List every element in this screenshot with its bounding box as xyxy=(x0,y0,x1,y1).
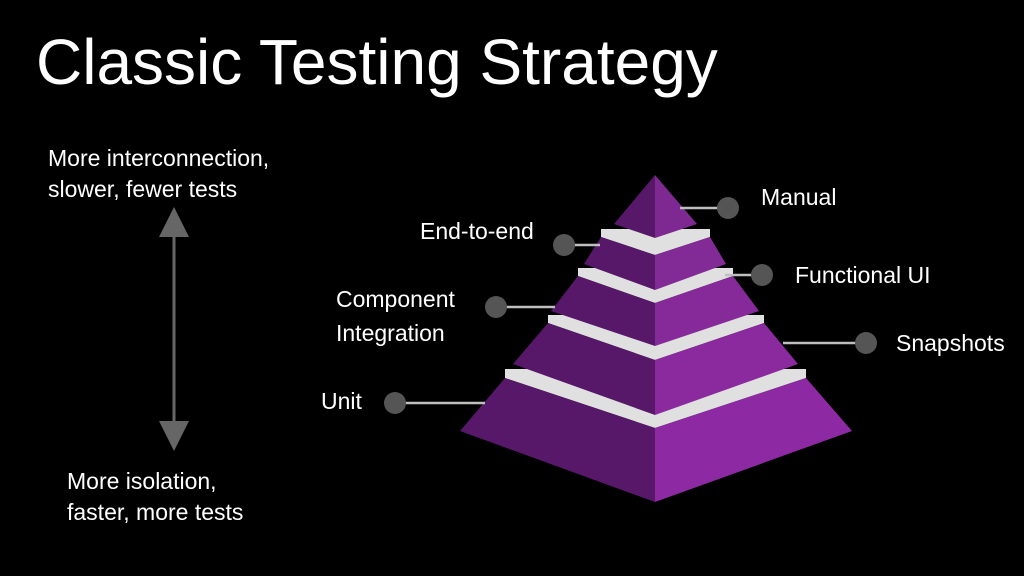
callout-dot-manual xyxy=(717,197,739,219)
callout-dot-end-to-end xyxy=(553,234,575,256)
bottom-note-line2: faster, more tests xyxy=(67,499,244,525)
pyramid-layer-manual xyxy=(614,175,697,238)
callout-dot-component-integration xyxy=(485,296,507,318)
callout-dots xyxy=(384,197,877,414)
label-manual: Manual xyxy=(761,184,837,210)
label-integration: Integration xyxy=(336,320,445,346)
bottom-note-line1: More isolation, xyxy=(67,468,217,494)
callout-dot-snapshots xyxy=(855,332,877,354)
pyramid-layer-functional-ui xyxy=(584,229,726,290)
callout-dot-functional-ui xyxy=(751,264,773,286)
label-snapshots: Snapshots xyxy=(896,330,1005,356)
label-end-to-end: End-to-end xyxy=(420,218,534,244)
top-note-line1: More interconnection, xyxy=(48,145,270,171)
label-unit: Unit xyxy=(321,388,362,414)
label-functional-ui: Functional UI xyxy=(795,262,931,288)
slide-title: Classic Testing Strategy xyxy=(36,26,718,98)
top-note: More interconnection, slower, fewer test… xyxy=(48,143,269,205)
label-component: Component xyxy=(336,286,455,312)
callout-dot-unit xyxy=(384,392,406,414)
bottom-note: More isolation, faster, more tests xyxy=(67,466,243,528)
top-note-line2: slower, fewer tests xyxy=(48,176,238,202)
